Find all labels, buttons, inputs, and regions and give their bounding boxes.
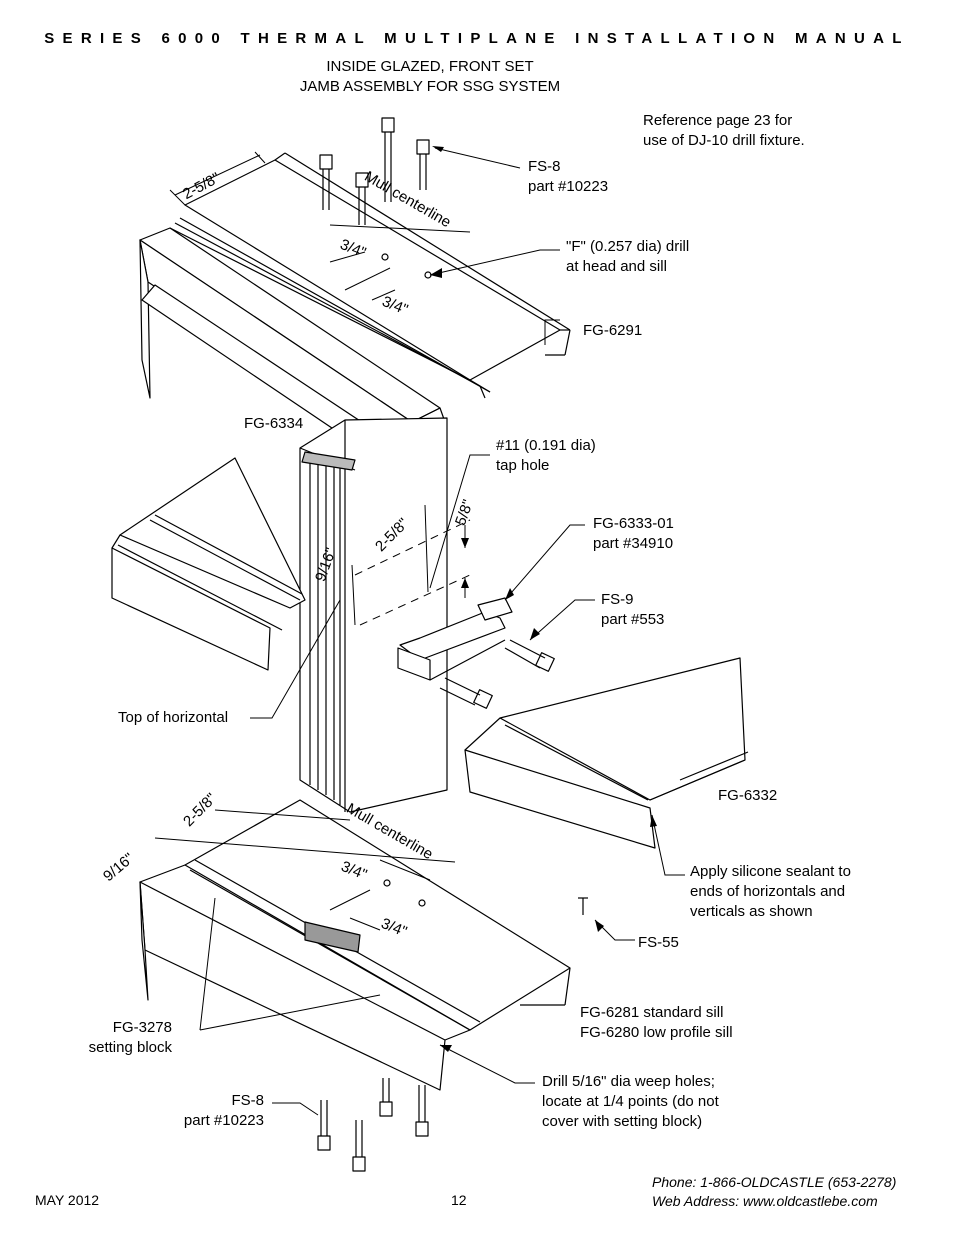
subtitle-line-1: INSIDE GLAZED, FRONT SET — [326, 58, 534, 75]
leaders — [154, 146, 685, 1116]
screws-fs9 — [439, 639, 555, 709]
bolts-top — [319, 117, 430, 225]
subtitle-line-2: JAMB ASSEMBLY FOR SSG SYSTEM — [299, 78, 561, 95]
footer-contact: Phone: 1-866-OLDCASTLE (653-2278) Web Ad… — [652, 1173, 896, 1211]
mullion-fg6334 — [299, 417, 448, 813]
footer-web: Web Address: www.oldcastlebe.com — [652, 1193, 878, 1209]
weep-holes-note: Drill 5/16" dia weep holes;locate at 1/4… — [542, 1073, 719, 1130]
tap-hole-label: #11 (0.191 dia)tap hole — [496, 437, 596, 474]
fg6334-label: FG-6334 — [244, 415, 304, 432]
fs55-label: FS-55 — [638, 934, 679, 951]
fg6291-label: FG-6291 — [583, 322, 643, 339]
manual-title: SERIES 6000 THERMAL MULTIPLANE INSTALLAT… — [44, 30, 910, 47]
bolts-bottom — [317, 1078, 429, 1172]
page-number: 12 — [451, 1192, 467, 1208]
arrowheads — [430, 268, 657, 1052]
left-horizontal — [111, 457, 306, 671]
screw-fs55 — [578, 897, 588, 915]
footer-phone: Phone: 1-866-OLDCASTLE (653-2278) — [652, 1174, 897, 1190]
fg6332-label: FG-6332 — [718, 787, 778, 804]
sill-fg6281 — [139, 799, 571, 1091]
right-horizontal-fg6332 — [464, 657, 749, 849]
top-of-horizontal-label: Top of horizontal — [118, 709, 229, 726]
clip-fg6333 — [397, 597, 513, 681]
footer-date: MAY 2012 — [35, 1192, 100, 1208]
